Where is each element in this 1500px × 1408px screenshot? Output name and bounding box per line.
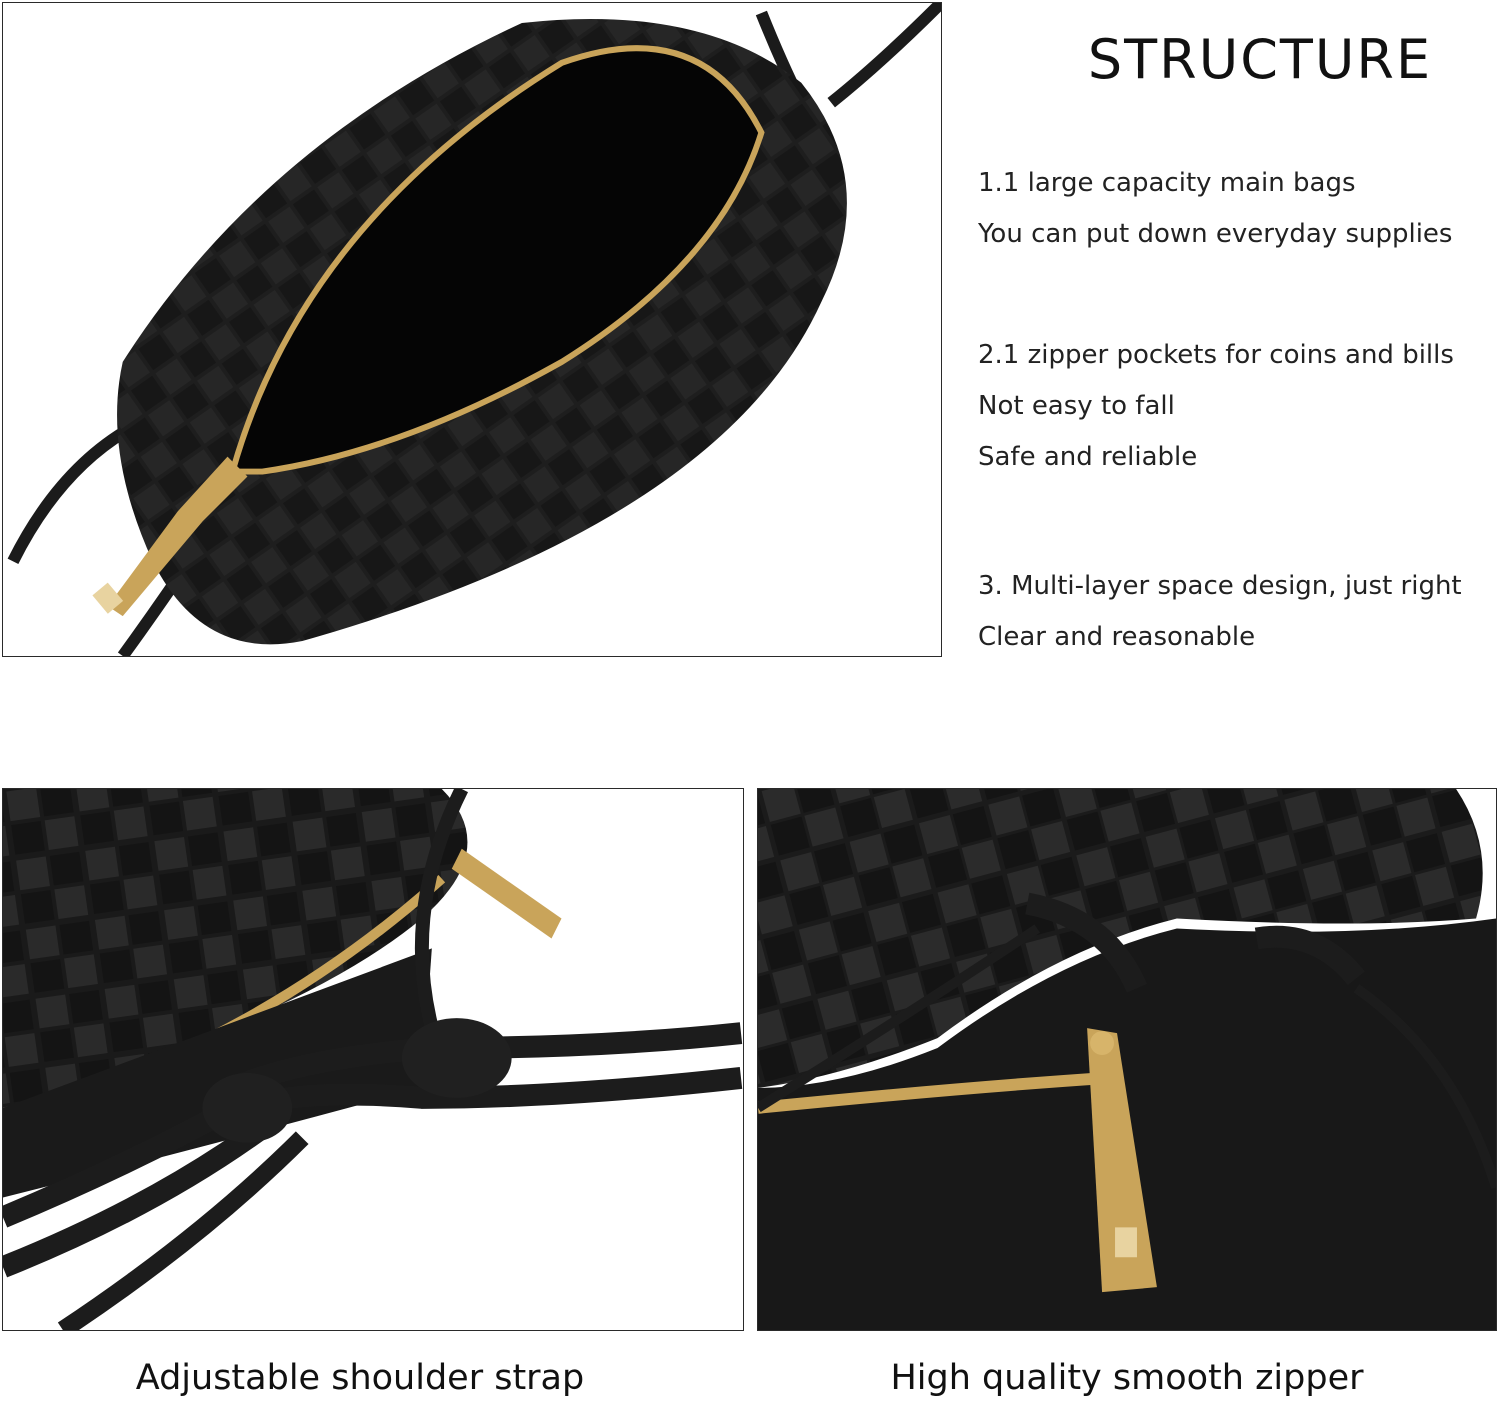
bag-interior-photo xyxy=(2,2,942,657)
zipper-detail-photo xyxy=(757,788,1497,1331)
strap-detail-photo xyxy=(2,788,744,1331)
feature-line: 3. Multi-layer space design, just right xyxy=(978,571,1462,601)
feature-line: 1.1 large capacity main bags xyxy=(978,168,1356,198)
feature-main-compartment: 1.1 large capacity main bags You can put… xyxy=(978,158,1488,260)
section-title: STRUCTURE xyxy=(1087,28,1433,91)
feature-zipper-pocket: 2.1 zipper pockets for coins and bills N… xyxy=(978,330,1488,483)
feature-line: Safe and reliable xyxy=(978,442,1198,472)
feature-line: 2.1 zipper pockets for coins and bills xyxy=(978,340,1454,370)
feature-line: Clear and reasonable xyxy=(978,622,1256,652)
zipper-caption: High quality smooth zipper xyxy=(890,1358,1364,1398)
feature-line: You can put down everyday supplies xyxy=(978,219,1453,249)
feature-multilayer: 3. Multi-layer space design, just right … xyxy=(978,561,1488,663)
feature-line: Not easy to fall xyxy=(978,391,1175,421)
strap-caption: Adjustable shoulder strap xyxy=(135,1358,585,1398)
